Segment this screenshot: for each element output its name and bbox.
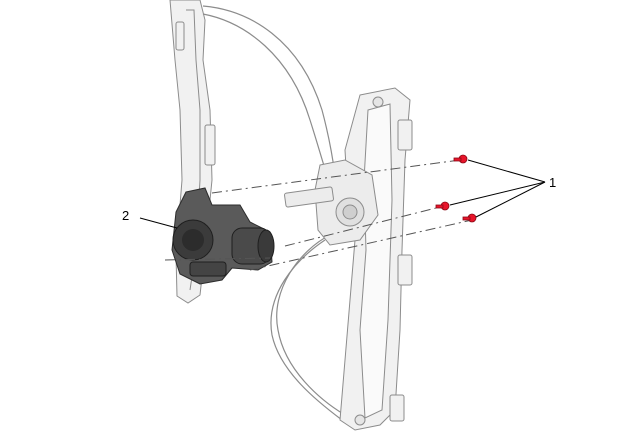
- callout-label-1: 1: [549, 175, 556, 190]
- alignment-lines: [164, 159, 473, 271]
- bolts: [435, 154, 477, 223]
- leader-2: [139, 217, 178, 229]
- regulator-cables: [202, 5, 346, 421]
- leader-1b: [449, 181, 546, 206]
- bolt-upper: [453, 154, 468, 164]
- leader-1c: [475, 181, 546, 218]
- callout-label-2: 2: [122, 208, 129, 223]
- leader-1a: [467, 159, 546, 183]
- regulator-motor: [171, 187, 275, 285]
- bolt-middle: [435, 201, 450, 211]
- lift-bracket: [284, 159, 379, 246]
- bolt-lower: [462, 213, 477, 223]
- leader-lines: [139, 159, 546, 229]
